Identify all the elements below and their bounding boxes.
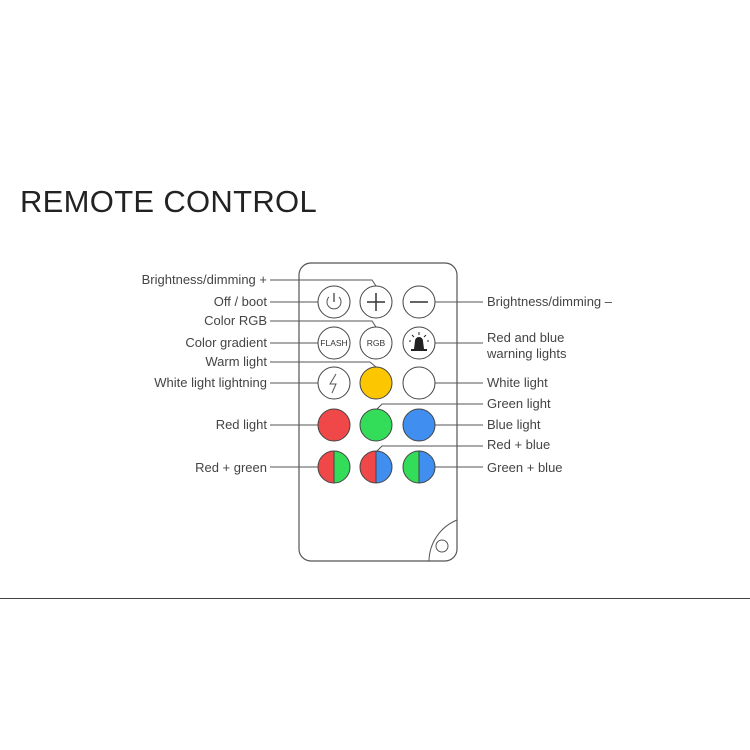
label-green-blue: Green + blue [487,460,563,475]
green-blue-button[interactable] [402,450,436,484]
siren-icon [409,332,429,351]
red-light-button[interactable] [317,408,351,442]
rgb-button[interactable]: RGB [359,326,393,360]
ir-sensor-icon [435,539,449,553]
brightness-down-button[interactable] [402,285,436,319]
divider [0,598,750,599]
lightning-button[interactable] [317,366,351,400]
red-blue-button[interactable] [359,450,393,484]
leader-red-blue [376,445,483,452]
label-warning-line2: warning lights [486,346,567,361]
warm-light-button[interactable] [359,366,393,400]
remote-corner-curve [428,519,458,562]
flash-label: FLASH [320,338,347,348]
label-white-lightning: White light lightning [154,375,267,390]
leader-color-rgb [270,320,377,328]
white-light-button[interactable] [402,366,436,400]
leader-warm [270,361,377,368]
brightness-up-button[interactable] [359,285,393,319]
power-icon [326,296,342,310]
label-warning-line1: Red and blue [487,330,564,345]
label-green-light: Green light [487,396,551,411]
label-blue-light: Blue light [487,417,541,432]
plus-icon [367,293,385,311]
rgb-label: RGB [367,338,386,348]
blue-light-button[interactable] [402,408,436,442]
power-button[interactable] [317,285,351,319]
label-white-light: White light [487,375,548,390]
green-light-button[interactable] [359,408,393,442]
warning-lights-button[interactable] [402,326,436,360]
page-title: REMOTE CONTROL [20,184,317,219]
lightning-icon [329,373,337,394]
label-red-green: Red + green [195,460,267,475]
label-color-rgb: Color RGB [204,313,267,328]
label-color-gradient: Color gradient [185,335,267,350]
label-warm-light: Warm light [205,354,267,369]
leader-green [376,403,483,410]
label-brightness-up: Brightness/dimming + [142,272,267,287]
flash-button[interactable]: FLASH [317,326,351,360]
label-off-boot: Off / boot [214,294,268,309]
label-brightness-down: Brightness/dimming – [487,294,613,309]
red-green-button[interactable] [317,450,351,484]
leader-brightness-up [270,279,377,287]
label-red-blue: Red + blue [487,437,550,452]
label-red-light: Red light [216,417,268,432]
